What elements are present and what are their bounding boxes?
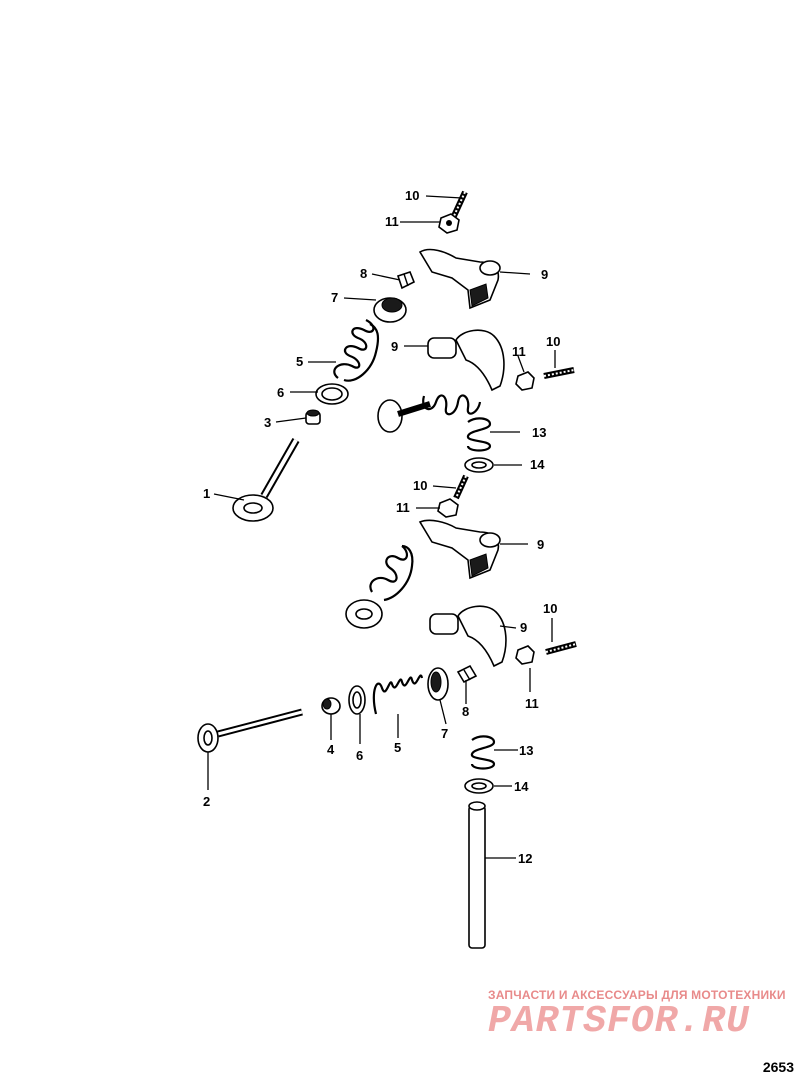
adjuster-stud-part (453, 474, 469, 500)
callout-11: 11 (512, 344, 526, 359)
callout-7: 7 (441, 726, 448, 741)
watermark-tagline: ЗАПЧАСТИ И АКСЕССУАРЫ ДЛЯ МОТОТЕХНИКИ (488, 988, 786, 1002)
callout-2: 2 (203, 794, 210, 809)
lifter-spring-part (470, 735, 496, 770)
watermark-logo: PARTSFOR.RU (488, 1000, 750, 1043)
valve-spring-part (372, 674, 424, 715)
adjuster-stud-part (451, 190, 468, 218)
washer-part (464, 457, 494, 473)
rocker-arm-part (418, 519, 501, 580)
adjuster-stud-part (545, 641, 577, 655)
callout-13: 13 (519, 743, 533, 758)
callout-5: 5 (394, 740, 401, 755)
lifter-spring-part (466, 417, 492, 452)
callout-13: 13 (532, 425, 546, 440)
callout-labels: 10 11 8 9 7 9 10 11 5 6 3 13 14 10 1 11 … (203, 188, 560, 866)
callout-12: 12 (518, 851, 532, 866)
callout-1: 1 (203, 486, 210, 501)
valve-guide-part (321, 697, 341, 715)
callout-9: 9 (541, 267, 548, 282)
callout-7: 7 (331, 290, 338, 305)
rocker-arm-part (418, 248, 501, 310)
callout-14: 14 (530, 457, 545, 472)
callout-9: 9 (391, 339, 398, 354)
pushrod-part (468, 801, 486, 949)
callout-11: 11 (525, 696, 539, 711)
assembled-valve-spring-part (345, 544, 414, 629)
assembled-valve-spring-part (377, 394, 482, 433)
valve-guide-part (305, 409, 321, 425)
callout-5: 5 (296, 354, 303, 369)
callout-9: 9 (537, 537, 544, 552)
intake-valve-part (232, 438, 300, 522)
callout-8: 8 (462, 704, 469, 719)
spring-retainer-part (427, 667, 449, 701)
callout-6: 6 (356, 748, 363, 763)
rocker-arm-part (429, 605, 507, 668)
valve-spring-part (333, 319, 380, 382)
callout-11: 11 (385, 214, 399, 229)
valve-seal-part (315, 383, 349, 405)
callout-11: 11 (396, 500, 410, 515)
callout-10: 10 (546, 334, 560, 349)
callout-10: 10 (405, 188, 419, 203)
leader-lines (207, 195, 556, 859)
callout-10: 10 (543, 601, 557, 616)
callout-10: 10 (413, 478, 427, 493)
nut-part (515, 645, 535, 665)
spring-retainer-part (373, 297, 407, 323)
washer-part (464, 778, 494, 794)
callout-8: 8 (360, 266, 367, 281)
exhaust-valve-part (197, 708, 303, 753)
nut-part (438, 213, 460, 234)
callout-3: 3 (264, 415, 271, 430)
valve-keeper-part (456, 664, 478, 684)
adjuster-stud-part (543, 367, 575, 379)
valve-keeper-part (396, 271, 416, 290)
valve-seal-part (348, 685, 366, 715)
nut-part (437, 498, 459, 518)
rocker-arm-part (427, 329, 505, 392)
nut-part (515, 371, 535, 391)
diagram-id: 2653 (762, 1059, 794, 1075)
callout-4: 4 (327, 742, 335, 757)
callout-14: 14 (514, 779, 529, 794)
callout-6: 6 (277, 385, 284, 400)
callout-9: 9 (520, 620, 527, 635)
